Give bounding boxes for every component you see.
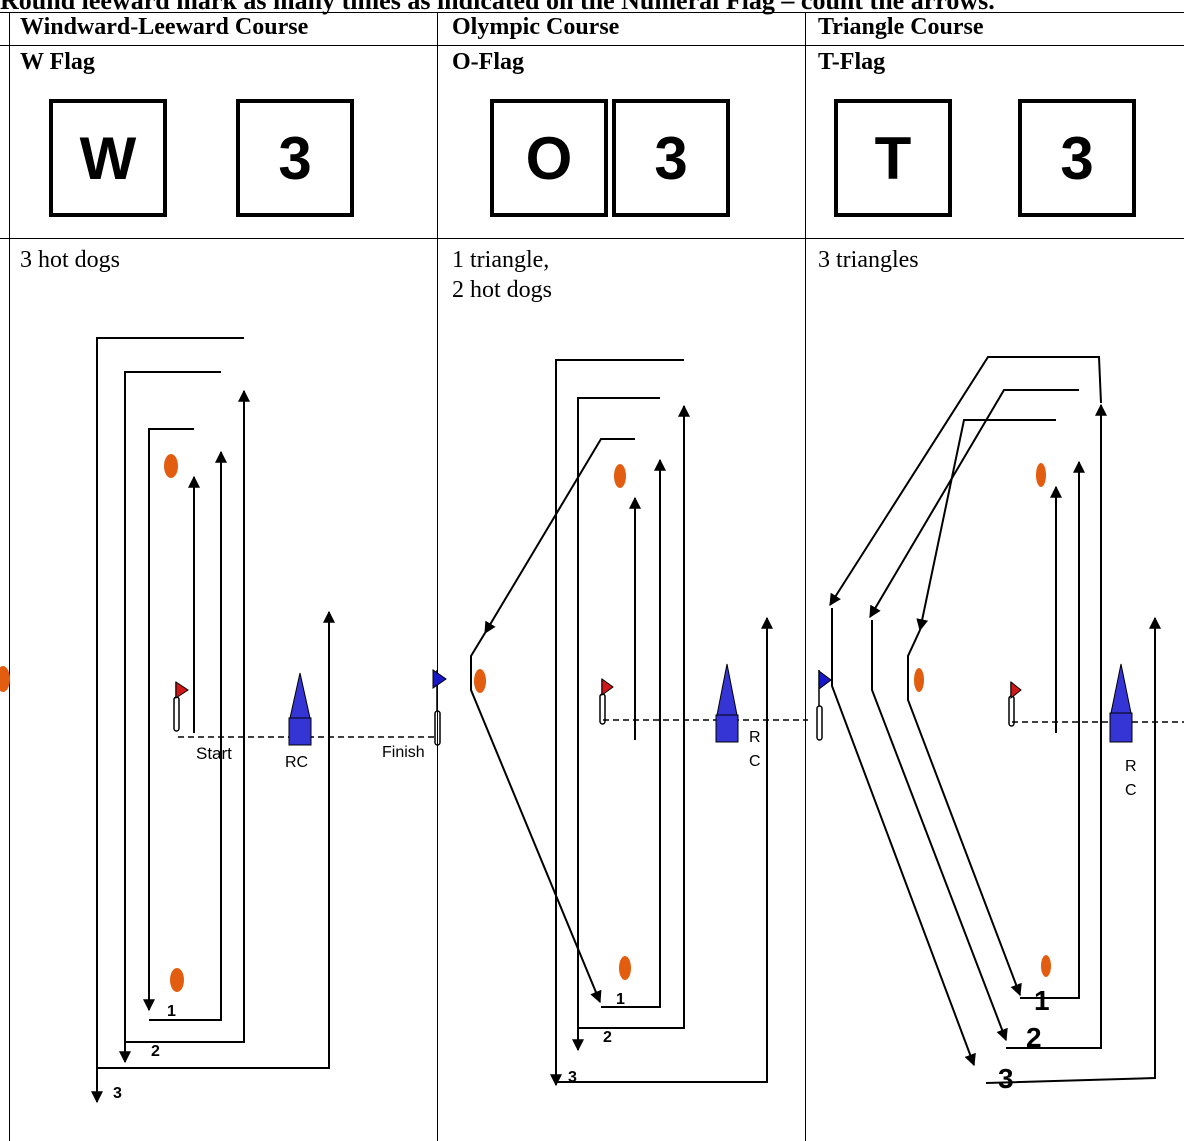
mark-leeward-t (1041, 955, 1051, 977)
mark-windward-t (1036, 463, 1046, 487)
flag-row-divider (0, 238, 1184, 239)
rc-label-w: RC (285, 754, 308, 771)
pin-flag-o (601, 678, 614, 696)
olympic-course-path (470, 359, 773, 1087)
finish-flag-w (432, 669, 447, 689)
pin-flag-t (1010, 680, 1022, 700)
header-row-divider (0, 45, 1184, 46)
lap-label-2-o: 2 (603, 1029, 612, 1046)
lap-label-3-o: 3 (568, 1069, 577, 1086)
page-heading: Round leeward mark as many times as indi… (0, 0, 995, 15)
lap-label-2-t: 2 (1026, 1022, 1042, 1053)
flag-label-o: O-Flag (452, 49, 524, 75)
committee-boat-hull-w (288, 717, 312, 746)
rc-label-o-c: C (749, 753, 761, 770)
mark-windward-o (614, 464, 626, 488)
pin-flag-w (175, 681, 189, 699)
mark-leeward-o (619, 956, 631, 980)
numeral-flag-w: 3 (236, 99, 354, 217)
committee-boat-hull-t (1109, 712, 1133, 743)
table-left-border (9, 12, 10, 1141)
committee-boat-hull-o (715, 714, 739, 743)
lap-label-1-t: 1 (1034, 985, 1050, 1016)
lap-label-1-o: 1 (616, 991, 625, 1008)
lap-label-3-w: 3 (113, 1085, 122, 1102)
numeral-flag-t: 3 (1018, 99, 1136, 217)
start-finish-lines (178, 719, 1184, 738)
mark-wing-t (914, 668, 924, 692)
lap-label-1-w: 1 (167, 1003, 176, 1020)
committee-boat-sail-o (716, 663, 738, 716)
letter-flag-t: T (834, 99, 952, 217)
lap-label-3-t: 3 (998, 1063, 1014, 1094)
course-description-olympic: 1 triangle, 2 hot dogs (452, 247, 553, 303)
finish-label: Finish (382, 744, 425, 761)
committee-boat-sail-w (289, 672, 311, 719)
rc-label-t-c: C (1125, 782, 1137, 799)
column-title-triangle: Triangle Course (818, 14, 984, 40)
lap-label-2-w: 2 (151, 1043, 160, 1060)
triangle-course-path (829, 356, 1161, 1084)
start-label: Start (196, 744, 232, 763)
marks (0, 454, 1051, 992)
finish-flag-t (818, 670, 832, 690)
letter-flag-o: O (490, 99, 608, 217)
mark-leeward-w (170, 968, 184, 992)
letter-flag-w: W (49, 99, 167, 217)
rc-label-t-r: R (1125, 758, 1137, 775)
rc-label-o-r: R (749, 729, 761, 746)
flag-label-t: T-Flag (818, 49, 886, 75)
column-title-olympic: Olympic Course (452, 14, 620, 40)
course-description-windward: 3 hot dogs (20, 247, 121, 273)
windward-leeward-course-path (91, 337, 335, 1104)
numeral-flag-o: 3 (612, 99, 730, 217)
mark-edge-w (0, 666, 10, 692)
table-top-border (0, 12, 1184, 13)
column-divider-2 (805, 12, 806, 1141)
column-title-windward: Windward-Leeward Course (20, 14, 309, 40)
committee-boats (288, 663, 1133, 746)
column-divider-1 (437, 12, 438, 1141)
committee-boat-sail-t (1110, 663, 1132, 714)
mark-wing-o (474, 669, 486, 693)
mark-windward-w (164, 454, 178, 478)
flag-label-w: W Flag (20, 49, 95, 75)
pin-flags (175, 669, 1022, 700)
course-description-triangle: 3 triangles (818, 247, 919, 273)
